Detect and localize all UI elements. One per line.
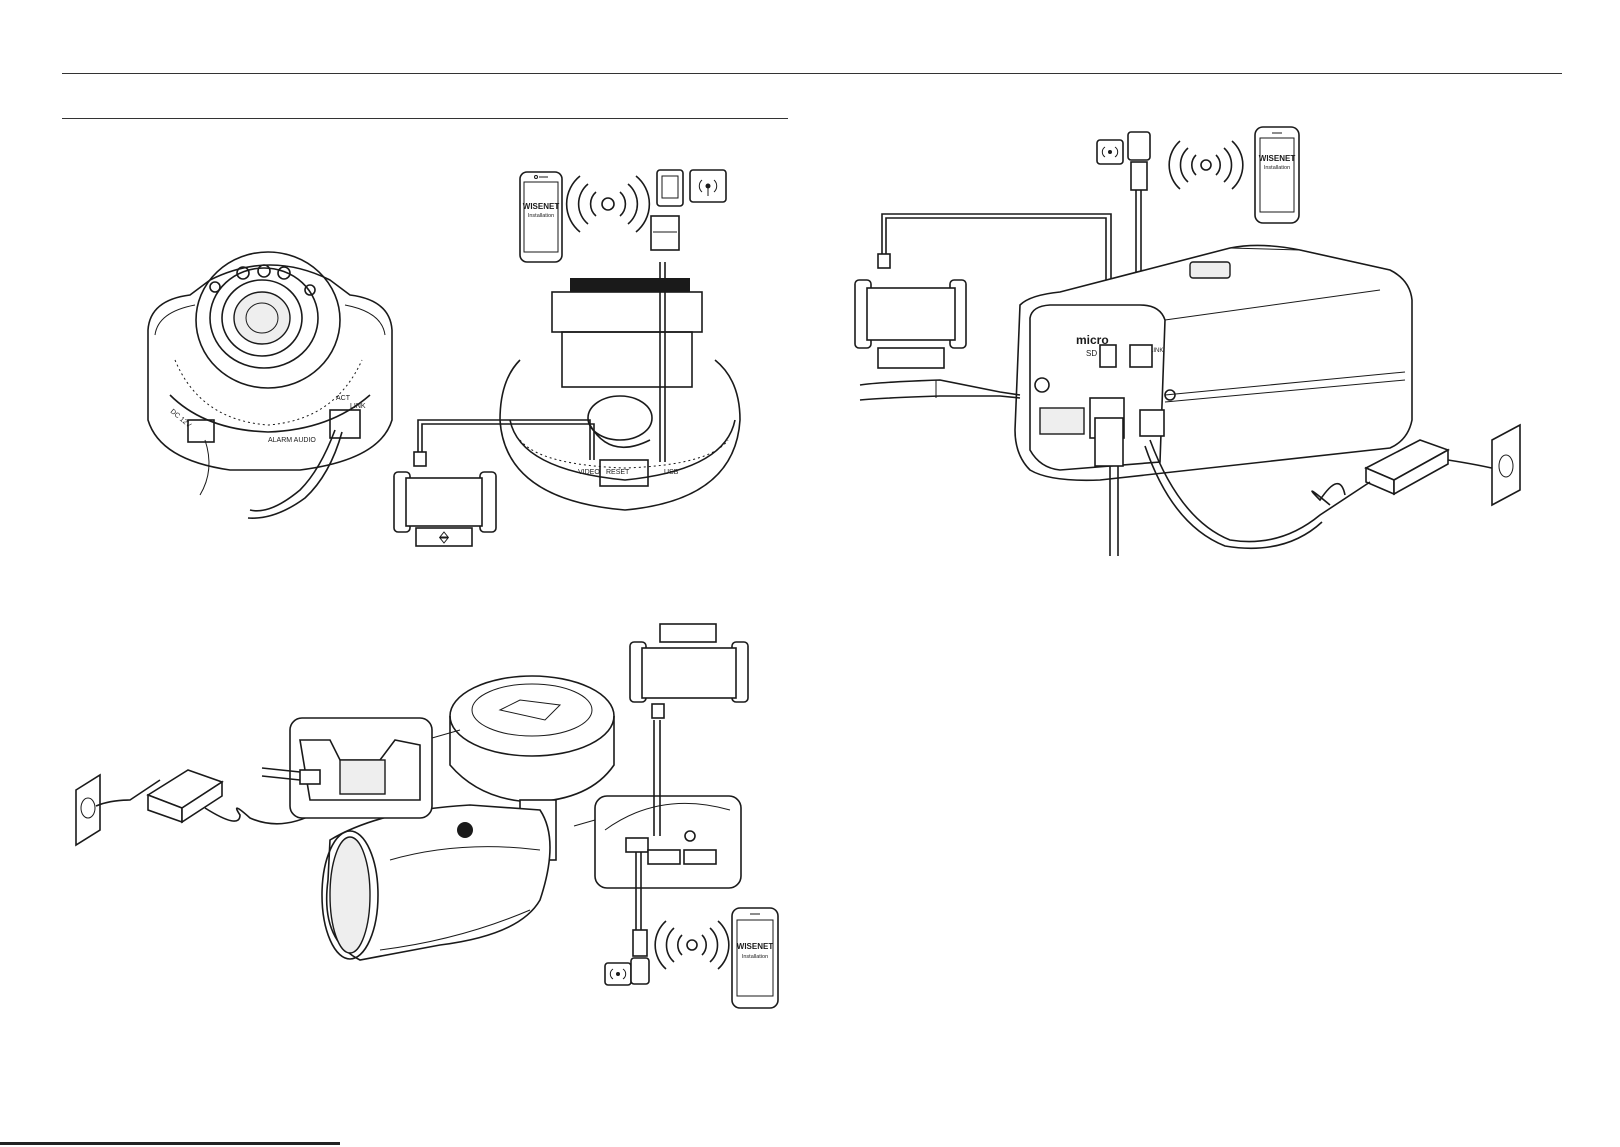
link-label: LINK bbox=[350, 403, 366, 410]
usb-dongle-icon bbox=[651, 170, 683, 250]
phone-label: Installation bbox=[742, 954, 768, 960]
phone-brand: WISENET bbox=[523, 202, 560, 211]
wifi-waves-icon bbox=[655, 921, 729, 969]
bullet-board-inset bbox=[262, 718, 460, 818]
wifi-waves-icon bbox=[567, 176, 650, 232]
box-camera: micro SD LINK bbox=[1015, 245, 1412, 556]
network-cable bbox=[860, 380, 1020, 400]
act-label: ACT bbox=[336, 395, 351, 402]
smartphone-icon: WISENET Installation bbox=[520, 172, 562, 262]
dome-camera-front: DC 12V ACT LINK ALARM AUDIO bbox=[148, 252, 392, 518]
dc12v-label: DC 12V bbox=[169, 408, 193, 429]
phone-label: Installation bbox=[528, 213, 554, 219]
footer-bar bbox=[0, 1142, 340, 1145]
dome-camera-open: VIDEO RESET USB bbox=[418, 262, 740, 510]
phone-brand: WISENET bbox=[737, 942, 774, 951]
phone-brand: WISENET bbox=[1259, 154, 1296, 163]
wall-outlet-icon bbox=[1492, 425, 1520, 505]
alarm-audio-label: ALARM AUDIO bbox=[268, 437, 316, 444]
monitor-icon bbox=[630, 624, 748, 718]
bullet-ports-inset bbox=[574, 720, 741, 930]
wireless-badge-icon bbox=[1097, 140, 1123, 164]
wall-outlet-icon bbox=[76, 775, 100, 845]
video-label: VIDEO bbox=[578, 469, 600, 476]
wifi-waves-icon bbox=[1169, 141, 1243, 189]
smartphone-icon: WISENET Installation bbox=[1255, 127, 1299, 223]
sd-label: SD bbox=[1086, 349, 1097, 358]
monitor-icon bbox=[394, 452, 496, 546]
usb-dongle-icon bbox=[631, 930, 649, 984]
phone-label: Installation bbox=[1264, 165, 1290, 171]
wireless-badge-icon bbox=[605, 963, 631, 985]
smartphone-icon: WISENET Installation bbox=[732, 908, 778, 1008]
usb-label: USB bbox=[664, 469, 679, 476]
reset-label: RESET bbox=[606, 469, 630, 476]
wireless-badge-icon bbox=[690, 170, 726, 202]
